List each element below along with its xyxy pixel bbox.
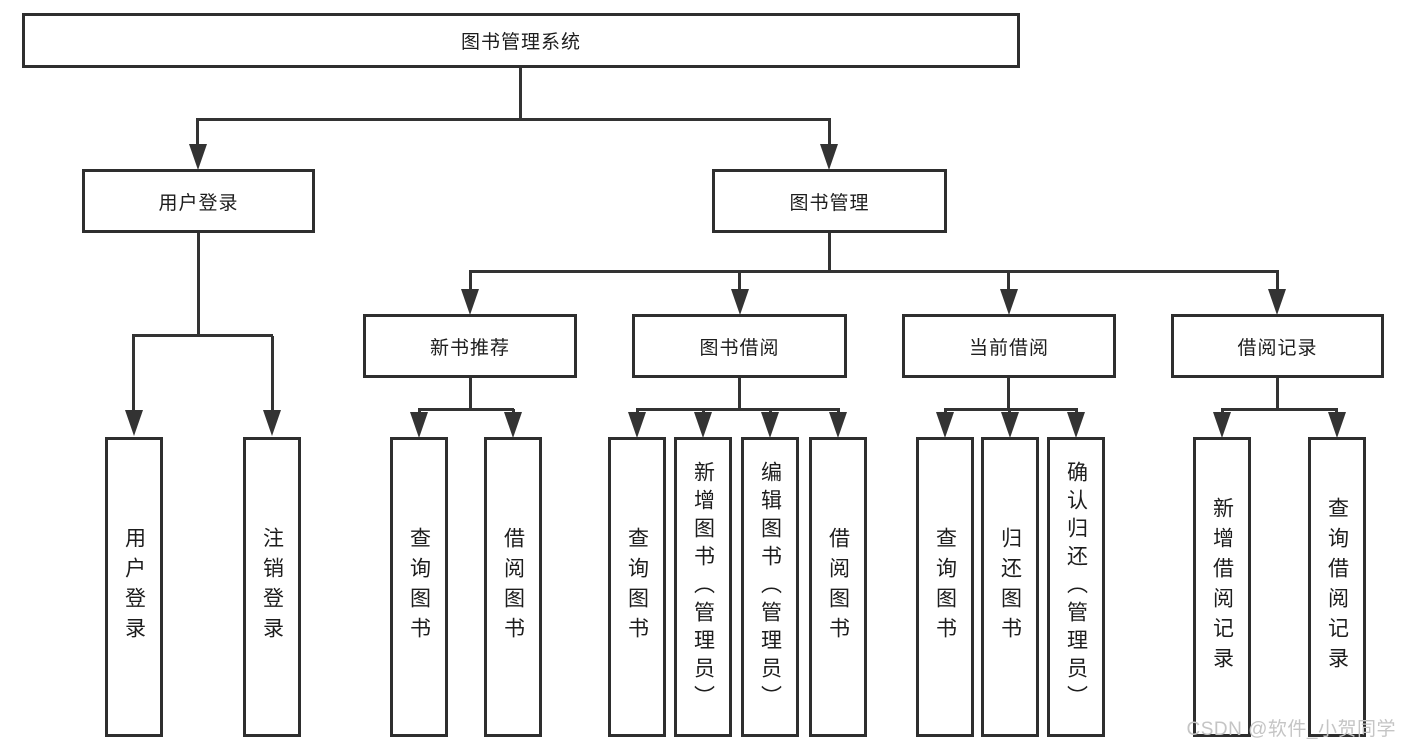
connector-line <box>469 270 1279 273</box>
arrow-down-icon <box>731 289 749 315</box>
connector-line <box>132 334 273 337</box>
arrow-down-icon <box>1001 412 1019 438</box>
arrow-down-icon <box>936 412 954 438</box>
node-records-add-label: 新增借阅记录 <box>1210 497 1234 677</box>
node-book-mgmt-label: 图书管理 <box>789 192 870 214</box>
connector-line <box>197 233 200 335</box>
node-newbooks-query: 查询图书 <box>390 437 448 737</box>
node-borrow-records: 借阅记录 <box>1171 314 1384 378</box>
connector-line <box>1276 272 1279 290</box>
connector-line <box>271 336 274 412</box>
connector-line <box>196 120 199 146</box>
arrow-down-icon <box>263 410 281 436</box>
node-bookborrow-edit: 编辑图书（管理员） <box>741 437 799 737</box>
node-currentborrow-confirm-label: 确认归还（管理员） <box>1064 461 1088 713</box>
arrow-down-icon <box>189 144 207 170</box>
node-new-books: 新书推荐 <box>363 314 577 378</box>
node-records-query-label: 查询借阅记录 <box>1325 497 1349 677</box>
arrow-down-icon <box>829 412 847 438</box>
node-newbooks-query-label: 查询图书 <box>407 527 431 647</box>
connector-line <box>196 118 831 121</box>
node-new-books-label: 新书推荐 <box>429 337 510 359</box>
arrow-down-icon <box>1328 412 1346 438</box>
node-records-query: 查询借阅记录 <box>1308 437 1366 737</box>
connector-line <box>469 272 472 290</box>
node-currentborrow-confirm: 确认归还（管理员） <box>1047 437 1105 737</box>
connector-line <box>132 336 135 412</box>
node-bookborrow-edit-label: 编辑图书（管理员） <box>758 461 782 713</box>
node-bookborrow-query-label: 查询图书 <box>625 527 649 647</box>
node-records-add: 新增借阅记录 <box>1193 437 1251 737</box>
connector-line <box>738 272 741 290</box>
arrow-down-icon <box>820 144 838 170</box>
node-currentborrow-return-label: 归还图书 <box>998 527 1022 647</box>
node-borrow-records-label: 借阅记录 <box>1237 337 1318 359</box>
node-login: 用户登录 <box>105 437 163 737</box>
node-logout-label: 注销登录 <box>260 527 284 647</box>
arrow-down-icon <box>504 412 522 438</box>
arrow-down-icon <box>125 410 143 436</box>
connector-line <box>469 378 472 410</box>
connector-line <box>1276 378 1279 410</box>
connector-line <box>636 408 840 411</box>
arrow-down-icon <box>410 412 428 438</box>
arrow-down-icon <box>628 412 646 438</box>
connector-line <box>1007 378 1010 410</box>
node-bookborrow-query: 查询图书 <box>608 437 666 737</box>
node-newbooks-borrow: 借阅图书 <box>484 437 542 737</box>
connector-line <box>1221 408 1338 411</box>
node-root: 图书管理系统 <box>22 13 1020 68</box>
node-currentborrow-query-label: 查询图书 <box>933 527 957 647</box>
connector-line <box>1007 272 1010 290</box>
connector-line <box>828 120 831 146</box>
node-user-login: 用户登录 <box>82 169 315 233</box>
node-book-borrow-label: 图书借阅 <box>699 337 780 359</box>
connector-line <box>519 68 522 120</box>
connector-line <box>944 408 1078 411</box>
node-newbooks-borrow-label: 借阅图书 <box>501 527 525 647</box>
connector-line <box>738 378 741 410</box>
node-login-label: 用户登录 <box>122 527 146 647</box>
node-current-borrow: 当前借阅 <box>902 314 1116 378</box>
node-bookborrow-borrow-label: 借阅图书 <box>826 527 850 647</box>
connector-line <box>418 408 514 411</box>
arrow-down-icon <box>461 289 479 315</box>
node-current-borrow-label: 当前借阅 <box>968 337 1049 359</box>
arrow-down-icon <box>694 412 712 438</box>
node-book-borrow: 图书借阅 <box>632 314 847 378</box>
node-bookborrow-add-label: 新增图书（管理员） <box>691 461 715 713</box>
node-currentborrow-query: 查询图书 <box>916 437 974 737</box>
arrow-down-icon <box>1213 412 1231 438</box>
node-currentborrow-return: 归还图书 <box>981 437 1039 737</box>
node-logout: 注销登录 <box>243 437 301 737</box>
csdn-watermark: CSDN @软件_小贺同学 <box>1186 719 1396 740</box>
node-book-mgmt: 图书管理 <box>712 169 947 233</box>
arrow-down-icon <box>761 412 779 438</box>
arrow-down-icon <box>1268 289 1286 315</box>
arrow-down-icon <box>1000 289 1018 315</box>
node-root-label: 图书管理系统 <box>460 32 581 53</box>
connector-line <box>828 233 831 271</box>
node-bookborrow-add: 新增图书（管理员） <box>674 437 732 737</box>
node-bookborrow-borrow: 借阅图书 <box>809 437 867 737</box>
arrow-down-icon <box>1067 412 1085 438</box>
node-user-login-label: 用户登录 <box>158 192 239 214</box>
